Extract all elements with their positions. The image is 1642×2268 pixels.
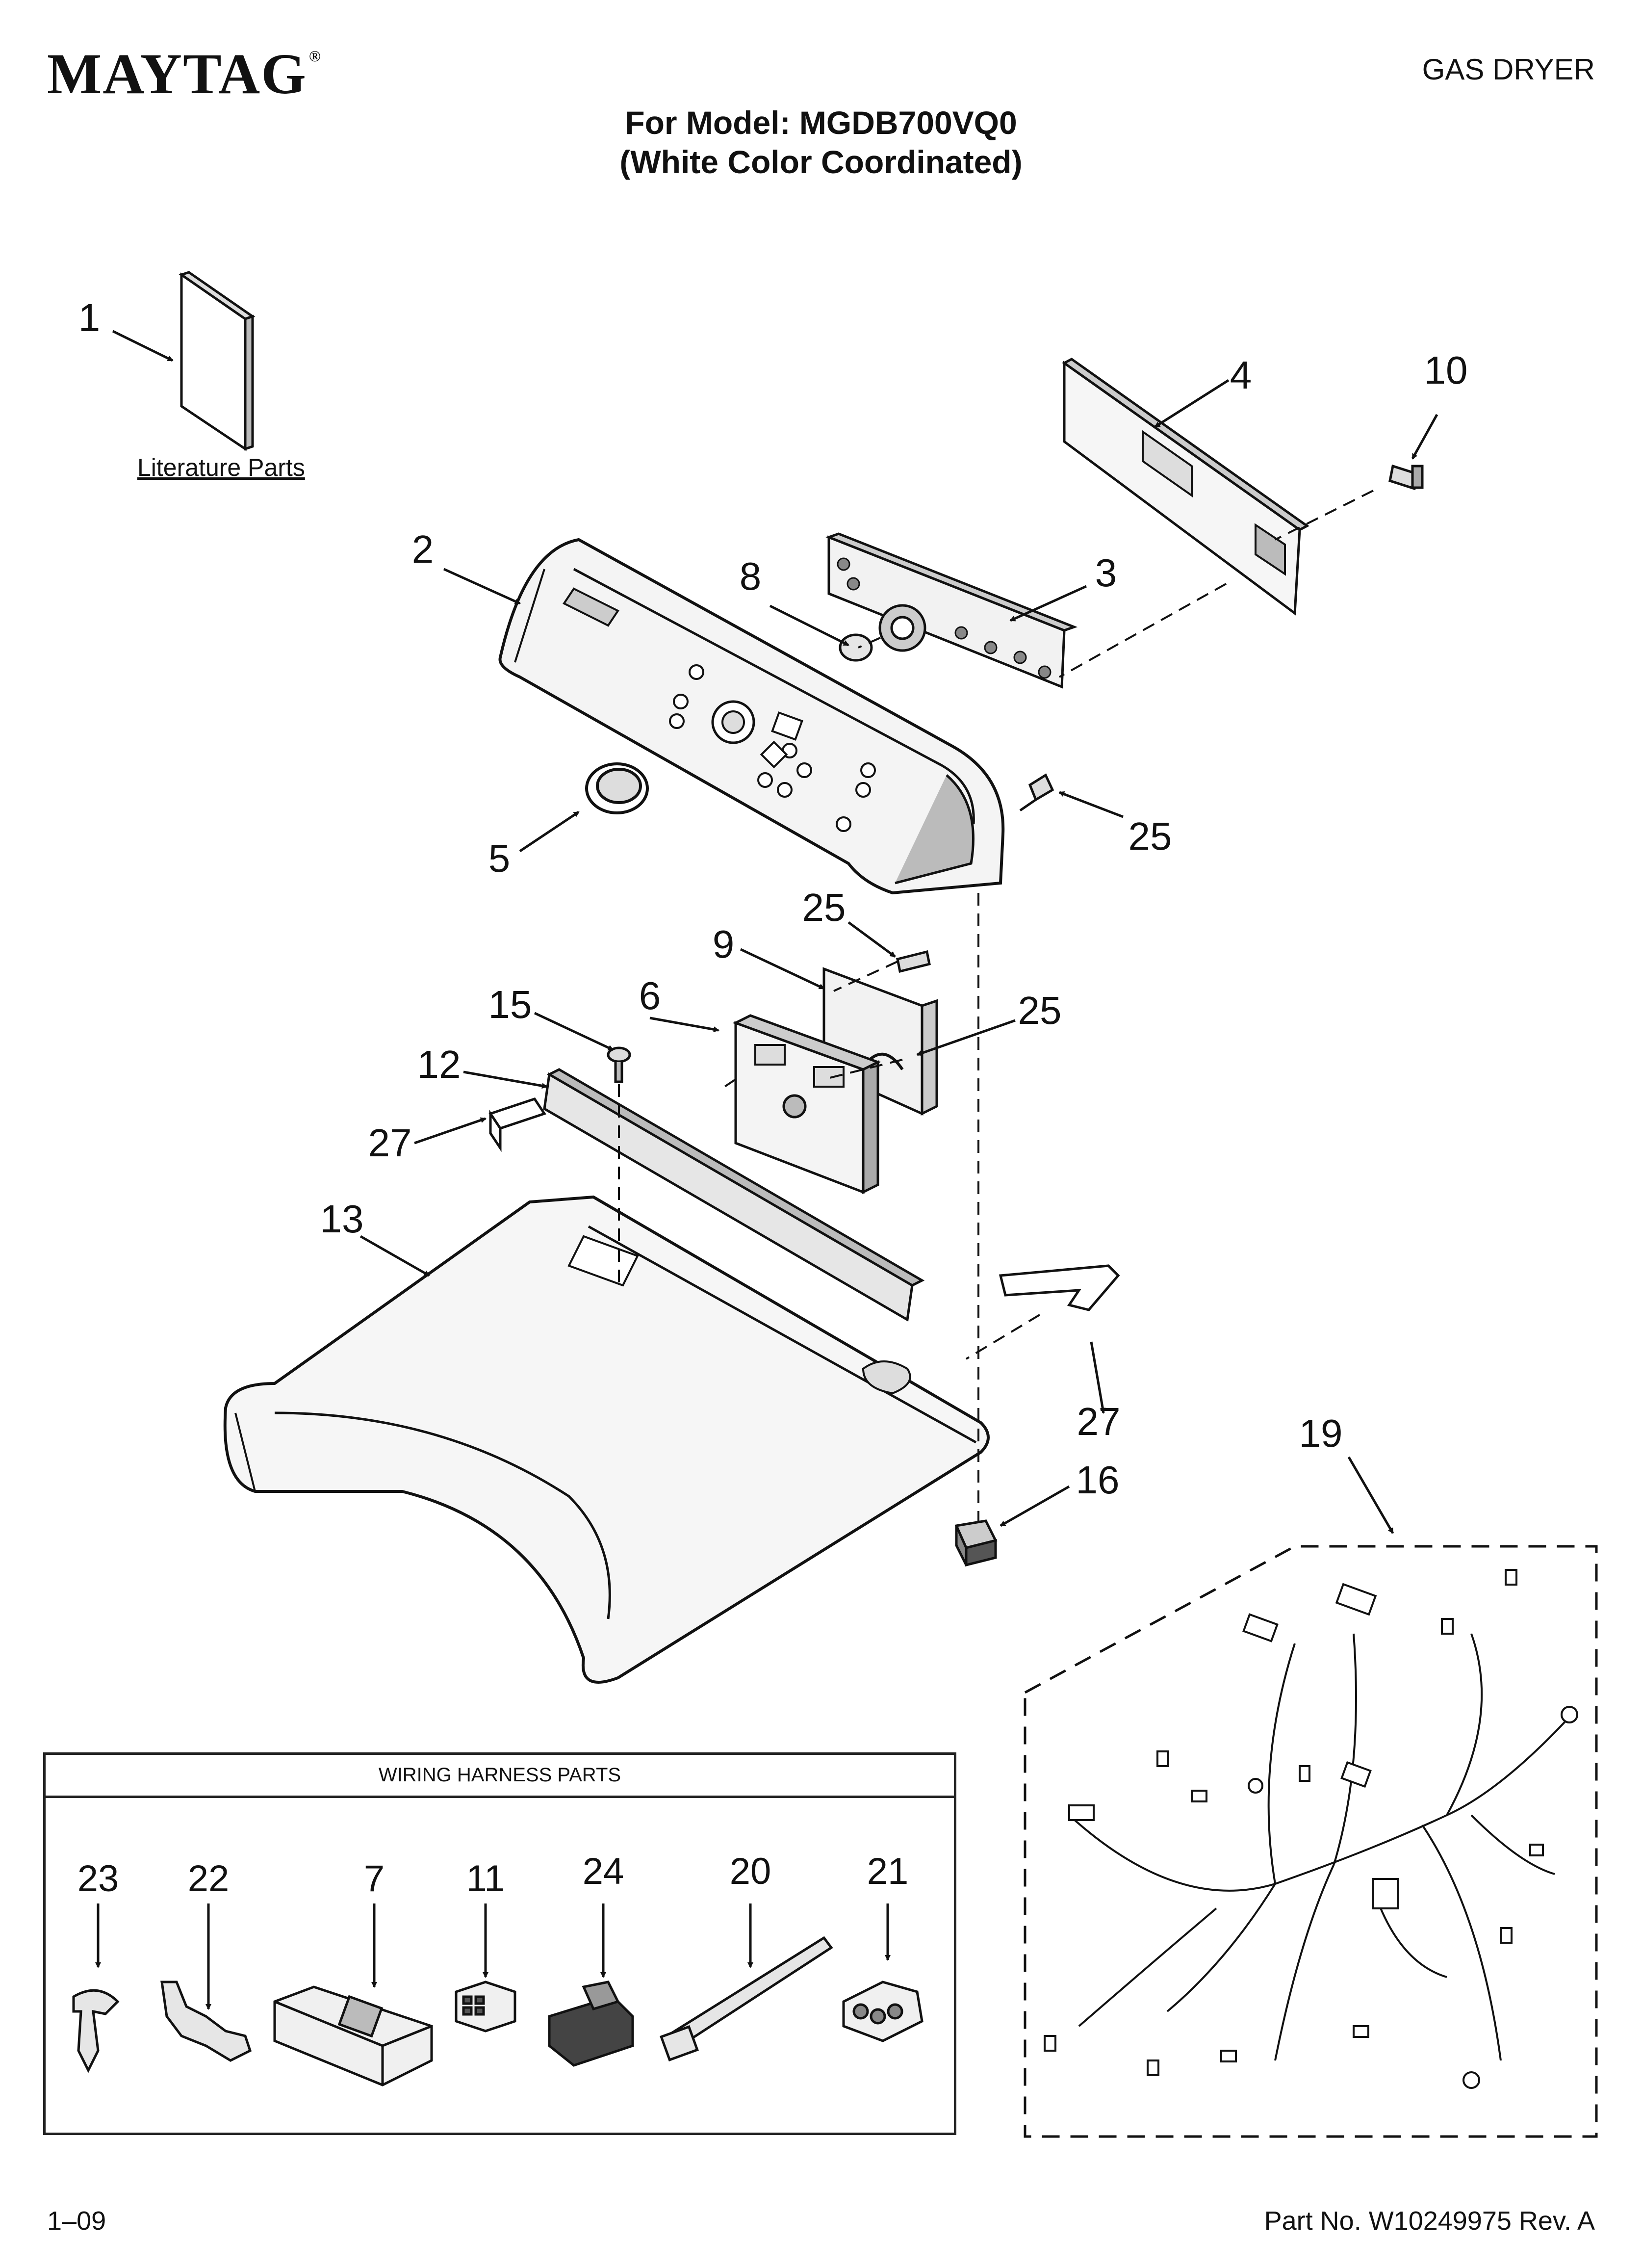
literature-parts-label: Literature Parts [137, 454, 305, 481]
adhesive-pad-left [488, 1097, 546, 1152]
console-rear-panel [1062, 358, 1309, 616]
callout-25-bracket-top: 25 [802, 886, 846, 929]
callout-16: 16 [1076, 1458, 1120, 1502]
wh-part-11-plug [455, 1981, 516, 2033]
wh-part-7-connector-housing [273, 1985, 433, 2086]
wh-callout-21: 21 [867, 1851, 909, 1892]
knob-bezel [839, 633, 873, 662]
callout-2: 2 [411, 527, 434, 571]
wiring-harness-parts-box: WIRING HARNESS PARTS [43, 1752, 956, 2135]
color-subtitle: (White Color Coordinated) [619, 144, 1023, 180]
model-title: For Model: MGDB700VQ0 [625, 104, 1017, 141]
screw-25-console [1019, 773, 1054, 812]
control-knob [585, 762, 649, 814]
wh-part-20-cable-tie [660, 1936, 833, 2061]
wh-callout-24: 24 [582, 1851, 624, 1892]
wh-callout-22: 22 [187, 1858, 230, 1900]
wh-callout-11: 11 [466, 1858, 505, 1900]
callout-25-console: 25 [1128, 814, 1172, 858]
callout-4: 4 [1230, 353, 1252, 397]
literature-book [179, 271, 256, 451]
top-panel [223, 1195, 990, 1684]
wiring-harness-outline [1024, 1545, 1598, 2138]
callout-9: 9 [712, 922, 735, 966]
registered-mark: ® [308, 47, 322, 65]
control-console [498, 538, 1005, 895]
screw-15 [607, 1046, 631, 1083]
wh-callout-20: 20 [729, 1851, 771, 1892]
assembly-lines [618, 490, 1374, 1521]
screw-10 [1388, 464, 1424, 491]
wh-part-22-terminal [160, 1981, 252, 2062]
wh-part-23-clip [72, 1989, 120, 2073]
callout-arrows [95, 330, 1438, 2010]
brand-logo: MAYTAG® [47, 42, 322, 106]
callout-27-right: 27 [1077, 1400, 1121, 1443]
user-interface-board [825, 532, 1078, 689]
part-number: Part No. W10249975 Rev. A [1264, 2206, 1595, 2236]
leveling-foot [954, 1519, 998, 1567]
callout-15: 15 [488, 983, 532, 1026]
mounting-strip [543, 1068, 925, 1322]
screw-25-bracket-top [896, 950, 931, 973]
date-code: 1–09 [47, 2206, 106, 2236]
adhesive-pad-right [999, 1264, 1120, 1311]
electronic-control-module [732, 1014, 881, 1195]
callout-5: 5 [488, 836, 511, 880]
wh-part-21-connector-block [842, 1981, 924, 2042]
wiring-harness-title: WIRING HARNESS PARTS [46, 1755, 954, 1798]
wiring-harness [1068, 1633, 1570, 2061]
callout-10: 10 [1424, 348, 1468, 392]
callout-27-left: 27 [368, 1121, 412, 1165]
wh-callout-7: 7 [363, 1858, 385, 1900]
harness-connectors [1044, 1569, 1578, 2089]
callout-8: 8 [739, 554, 762, 598]
callout-12: 12 [417, 1043, 461, 1086]
callout-1: 1 [78, 296, 101, 339]
callout-13: 13 [320, 1197, 364, 1241]
callout-3: 3 [1095, 551, 1117, 595]
product-type: GAS DRYER [1422, 53, 1595, 86]
callout-19: 19 [1299, 1411, 1343, 1455]
callout-6: 6 [639, 974, 661, 1017]
wh-callout-23: 23 [77, 1858, 119, 1900]
callout-25-bracket: 25 [1018, 989, 1062, 1032]
wh-part-24-connector [548, 1981, 634, 2067]
